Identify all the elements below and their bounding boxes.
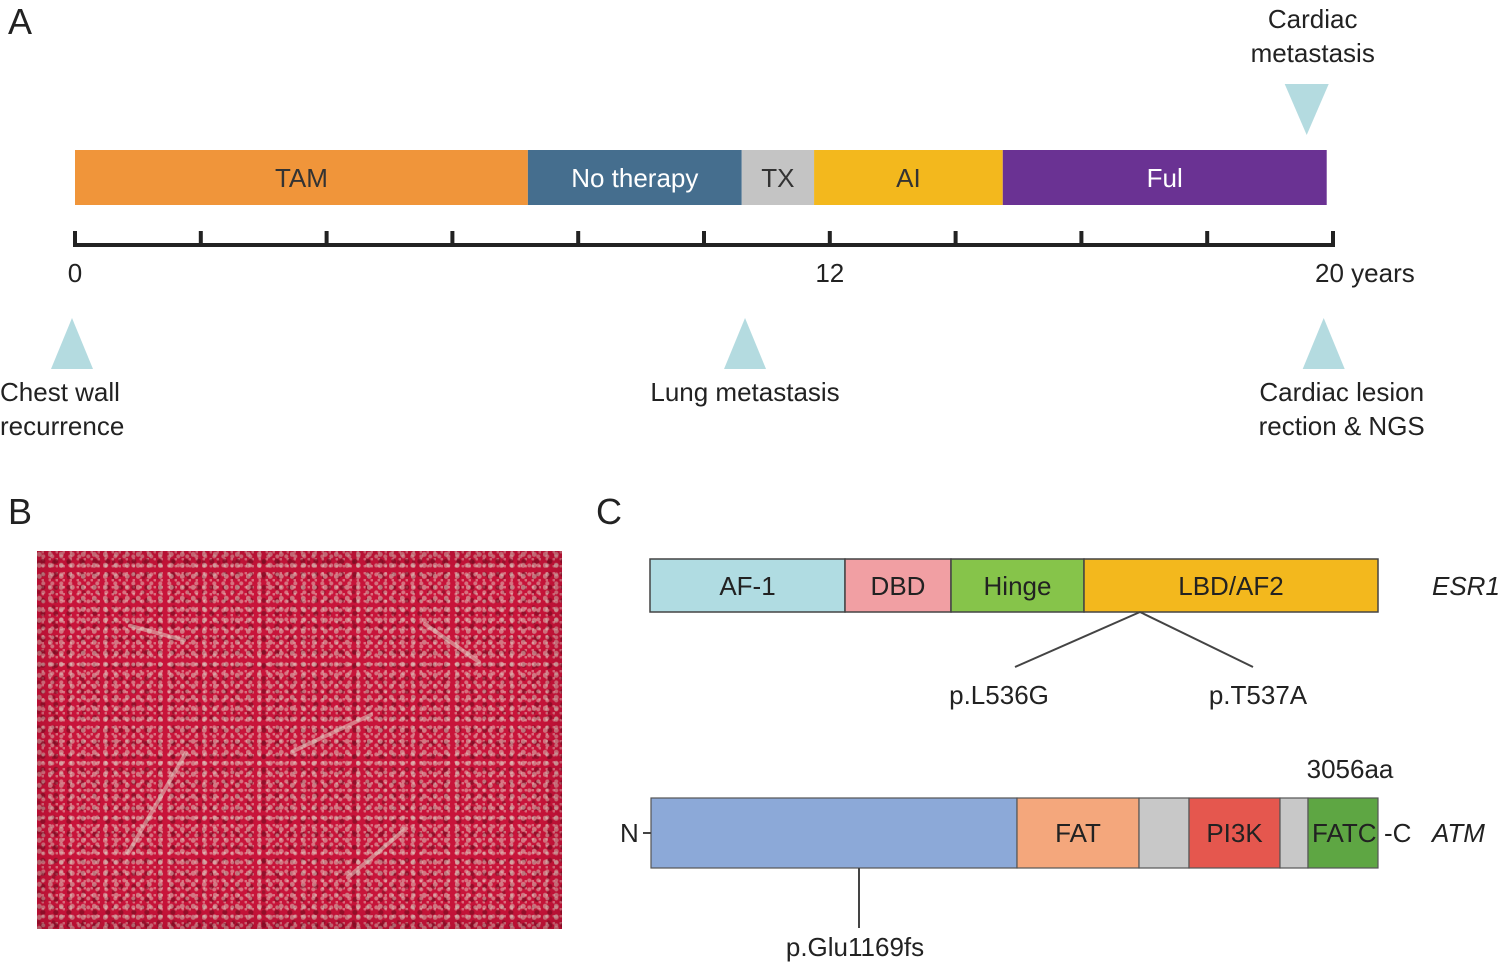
event-marker-up (1302, 318, 1345, 369)
atm-domain-segment-4 (1279, 797, 1309, 869)
event-marker-up (51, 318, 93, 369)
panel-letter-b: B (8, 491, 32, 532)
tissue-streak (125, 750, 189, 856)
atm-domain-segment-0 (650, 797, 1018, 869)
esr1-domain-dbd (844, 558, 952, 613)
event-marker-down (1284, 84, 1329, 135)
esr1-protein-diagram: AF-1 DBD Hinge LBD/AF2 p.L536G p.T537A ESR1 (649, 558, 1500, 710)
esr1-domain-label: LBD/AF2 (1178, 571, 1284, 601)
tissue-streak (422, 621, 482, 665)
atm-mutation-glu1169fs: p.Glu1169fs (786, 932, 924, 962)
atm-domain-label: PI3K (1206, 818, 1263, 848)
event-marker-up (724, 318, 767, 369)
treatment-timeline: TAM No therapy TX AI Ful (75, 150, 1327, 205)
esr1-gene-label: ESR1 (1432, 571, 1500, 601)
timeline-axis: 0 12 20 years (68, 231, 1415, 288)
axis-tick-label: 0 (68, 258, 82, 288)
histology-micrograph (37, 551, 562, 929)
esr1-mutation-t537a: p.T537A (1209, 680, 1308, 710)
atm-c-terminus-label: -C (1384, 818, 1411, 848)
esr1-domain-af-1 (649, 558, 846, 613)
therapy-segment-ful (1002, 150, 1327, 205)
axis-tick-label: 12 (815, 258, 844, 288)
atm-domain-fat (1016, 797, 1140, 869)
esr1-mutation-line-right (1139, 611, 1254, 668)
therapy-segment-label: TX (761, 163, 794, 193)
atm-domain-label: FATC (1312, 818, 1377, 848)
atm-domain-segment-2 (1138, 797, 1190, 869)
therapy-segment-label: TAM (275, 163, 328, 193)
therapy-segment-ai (814, 150, 1003, 205)
therapy-segment-label: AI (896, 163, 921, 193)
panel-letter-c: C (596, 491, 622, 532)
therapy-segment-label: No therapy (571, 163, 698, 193)
axis-tick-label: 20 years (1315, 258, 1415, 288)
esr1-domain-hinge (950, 558, 1085, 613)
tissue-streak (127, 623, 187, 643)
atm-gene-label: ATM (1430, 818, 1485, 848)
esr1-domain-label: DBD (871, 571, 926, 601)
therapy-segment-tx (741, 150, 815, 205)
tissue-streak (345, 825, 409, 881)
atm-domain-fatc (1307, 797, 1379, 869)
esr1-domain-label: AF-1 (719, 571, 775, 601)
panel-letter-a: A (8, 1, 32, 42)
event-label-below: Lung metastasis (650, 377, 839, 407)
esr1-mutation-l536g: p.L536G (949, 680, 1049, 710)
atm-protein-diagram: FAT PI3K FATC N -C 3056aa p.Glu1169fs ATM (620, 754, 1485, 962)
esr1-domain-lbd-af2 (1083, 558, 1379, 613)
esr1-mutation-line-left (1014, 611, 1141, 668)
therapy-segment-label: Ful (1147, 163, 1183, 193)
therapy-segment-no-therapy (527, 150, 742, 205)
atm-domain-label: FAT (1055, 818, 1101, 848)
esr1-domain-label: Hinge (984, 571, 1052, 601)
atm-length-label: 3056aa (1307, 754, 1394, 784)
tissue-streak (290, 712, 374, 754)
atm-n-terminus-label: N (620, 818, 639, 848)
therapy-segment-tam (75, 150, 528, 205)
